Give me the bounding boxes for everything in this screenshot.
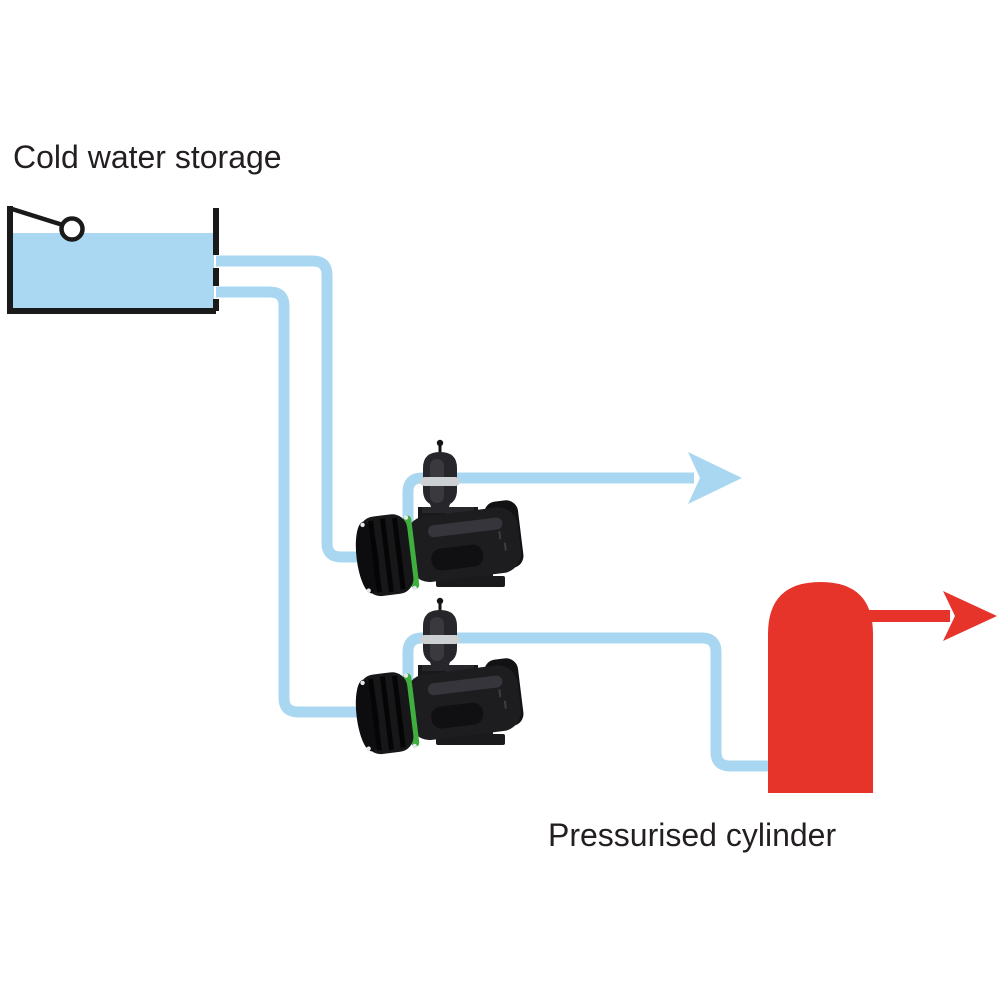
pipe-pump-2-to-cylinder [402,632,772,772]
pipe-tank-to-pump-1 [216,255,372,563]
red-flow-arrow-icon [866,591,997,641]
tank-outline [7,206,219,314]
pump-1 [351,439,527,599]
cold-water-tank [7,206,219,314]
tank-water-fill [12,233,214,308]
tank-label: Cold water storage [13,139,282,175]
pipework [216,255,772,772]
pump-2 [351,597,527,757]
cylinder-label: Pressurised cylinder [548,817,837,853]
float-valve-icon [11,206,85,242]
pipe-tank-to-pump-2 [216,286,368,718]
pressurised-cylinder-icon [768,582,873,793]
blue-flow-arrow-icon [688,452,742,504]
